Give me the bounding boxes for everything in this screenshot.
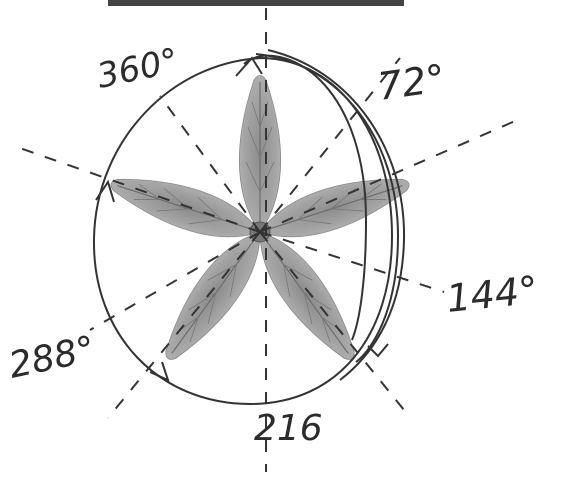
label-216: 216 — [254, 408, 323, 449]
top-bar — [108, 0, 404, 6]
label-288: 288° — [5, 329, 98, 387]
label-360: 360° — [94, 41, 182, 97]
label-72: 72° — [375, 56, 448, 109]
label-144: 144° — [444, 268, 540, 321]
